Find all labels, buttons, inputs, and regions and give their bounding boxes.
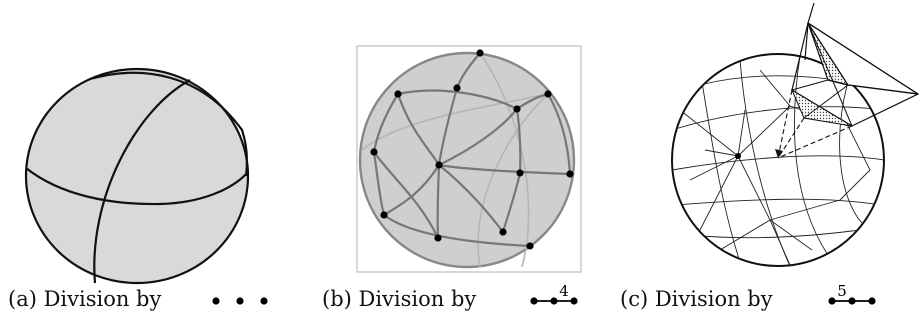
caption-b-text: (b) Division by <box>322 287 477 311</box>
sphere-a-upper-arc <box>89 71 249 177</box>
sphere-b-vertices <box>370 49 574 250</box>
caption-a: (a) Division by <box>8 283 169 315</box>
caption-c: (c) Division by <box>620 283 781 315</box>
caption-b-label: 4 <box>559 282 569 300</box>
panel-c-sphere <box>671 2 920 267</box>
caption-a-diagram <box>212 297 268 305</box>
caption-a-text: (a) Division by <box>8 287 162 311</box>
projection-pyramid <box>775 2 920 159</box>
caption-c-label: 5 <box>837 282 847 300</box>
sphere-a-equator <box>25 167 249 206</box>
panel-a-sphere <box>24 67 250 285</box>
caption-b-diagram: 4 <box>530 282 578 305</box>
sphere-b-front-arcs <box>372 52 572 248</box>
sphere-b-body <box>358 51 576 269</box>
sphere-a-meridian <box>93 79 191 284</box>
panel-b-sphere <box>356 45 582 273</box>
caption-b: (b) Division by <box>322 283 484 315</box>
sphere-c-vertex <box>735 153 741 159</box>
caption-c-text: (c) Division by <box>620 287 773 311</box>
sphere-a-body <box>24 67 250 285</box>
caption-c-diagram: 5 <box>828 282 876 305</box>
